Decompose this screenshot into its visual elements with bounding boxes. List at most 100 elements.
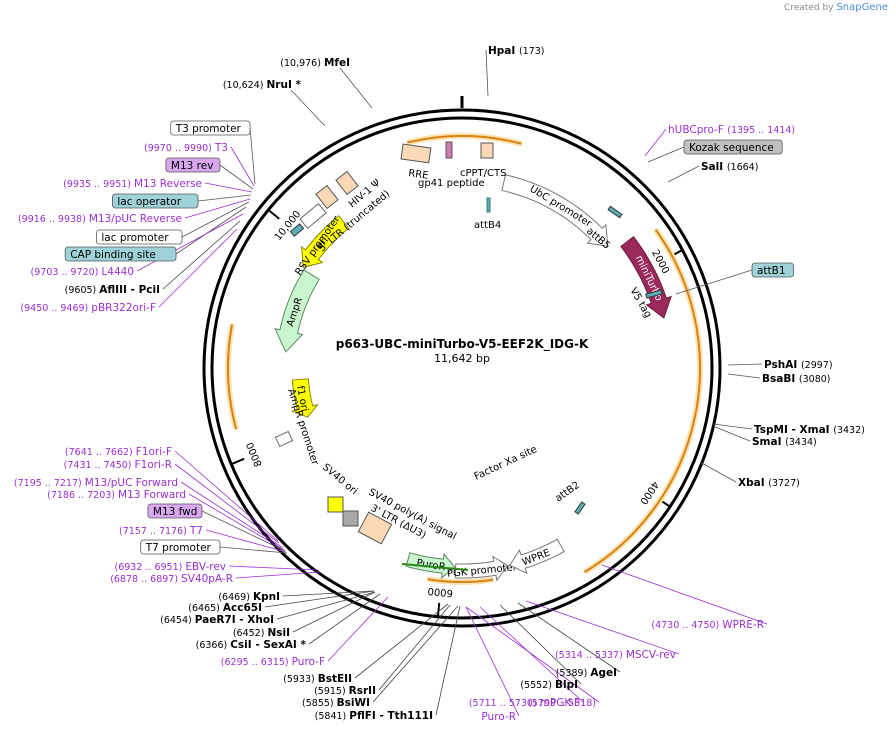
lac-feature[interactable]: [289, 223, 305, 237]
outer-label[interactable]: (5915) RsrII: [314, 685, 376, 697]
label-box: [96, 229, 183, 245]
label-pos: (10,976): [280, 58, 324, 69]
outer-label[interactable]: (7186 .. 7203) M13 Forward: [47, 489, 186, 501]
attb4-feature[interactable]: [486, 197, 491, 213]
outer-label[interactable]: (6454) PaeR7I - XhoI: [160, 614, 274, 626]
outer-label[interactable]: (6932 .. 6951) EBV-rev: [114, 561, 226, 573]
ltr3-feature[interactable]: [357, 511, 393, 545]
outer-label[interactable]: (7431 .. 7450) F1ori-R: [64, 459, 172, 471]
label-text: (5711 .. 5730) mPGK-F: [469, 697, 580, 709]
attb5-feature[interactable]: [607, 205, 623, 219]
outer-label[interactable]: (5799 .. 5818): [528, 698, 596, 709]
enzyme-label[interactable]: TspMI - XmaI (3432): [754, 424, 865, 436]
label-rre: RRE: [408, 168, 430, 182]
outer-label[interactable]: T7 promoter: [140, 539, 221, 555]
sv40-polya-feature[interactable]: [342, 510, 359, 527]
ampr-promoter-feature[interactable]: [274, 430, 294, 448]
plasmid-name: p663-UBC-miniTurbo-V5-EEF2K_IDG-K: [336, 337, 589, 352]
outer-label[interactable]: (6878 .. 6897) SV40pA-R: [110, 573, 233, 585]
orange-arc: [583, 228, 701, 573]
outer-label[interactable]: (4730 .. 4750) WPRE-R: [651, 619, 764, 631]
outer-label[interactable]: Puro-R: [481, 711, 516, 723]
label-box: [170, 120, 251, 136]
outer-label[interactable]: lac operator: [112, 193, 199, 209]
enzyme-label[interactable]: XbaI (3727): [738, 477, 800, 489]
outer-label[interactable]: attB1: [751, 262, 794, 278]
feature-pgk-promoter[interactable]: [454, 555, 509, 582]
enzyme-label[interactable]: (10,624) NruI *: [223, 79, 302, 91]
leader-line: [727, 373, 761, 379]
outer-label[interactable]: CAP binding site: [64, 246, 177, 262]
label-pos: (5933): [283, 674, 318, 685]
outer-label[interactable]: (5711 .. 5730) mPGK-F: [469, 697, 580, 709]
outer-label[interactable]: (5552) BlpI: [520, 679, 578, 691]
outer-label[interactable]: (6469) KpnI: [218, 591, 280, 603]
outer-label[interactable]: (6452) NsiI: [233, 627, 290, 639]
outer-label[interactable]: (7641 .. 7662) F1ori-F: [65, 446, 172, 458]
enzyme-label[interactable]: BsaBI (3080): [762, 373, 831, 385]
leader-line: [327, 596, 389, 662]
outer-label[interactable]: (5841) PflFI - Tth111I: [315, 710, 433, 722]
outer-label[interactable]: hUBCpro-F (1395 .. 1414): [668, 124, 795, 136]
label-pos: (6878 .. 6897): [110, 574, 181, 585]
feature-f1-ori[interactable]: [290, 378, 319, 418]
outer-label[interactable]: (5389) AgeI: [556, 667, 617, 679]
feature-miniturbo[interactable]: [620, 236, 672, 319]
outer-label[interactable]: (9935 .. 9951) M13 Reverse: [63, 178, 202, 190]
feature-ori[interactable]: [301, 215, 350, 268]
outer-label[interactable]: M13 rev: [165, 157, 221, 173]
leader-line: [712, 425, 751, 442]
outer-label[interactable]: (9970 .. 9990) T3: [144, 142, 228, 154]
feature-wpre[interactable]: [509, 538, 565, 574]
outer-label[interactable]: M13 fwd: [147, 503, 203, 519]
outer-label[interactable]: (9605) AflIII - PciI: [65, 284, 160, 296]
outer-label[interactable]: (7195 .. 7217) M13/pUC Forward: [14, 477, 178, 489]
label-pos: (5711 .. 5730): [469, 698, 540, 709]
outer-label[interactable]: (5933) BstEII: [283, 673, 352, 685]
psi-feature[interactable]: [335, 170, 359, 196]
enzyme-label[interactable]: (10,976) MfeI: [280, 57, 350, 69]
leader-line: [282, 590, 375, 597]
rsv-promoter-feature[interactable]: [299, 202, 327, 230]
leader-line: [485, 49, 489, 97]
gp41-feature[interactable]: [445, 141, 453, 159]
v5-tag-feature[interactable]: [645, 289, 663, 299]
label-pos: (3080): [799, 374, 831, 385]
leader-line: [181, 201, 250, 238]
credit-prefix: Created by: [784, 3, 834, 13]
outer-label[interactable]: (6366) CsiI - SexAI *: [196, 639, 307, 651]
rre-feature[interactable]: [400, 143, 432, 164]
feature-ampr[interactable]: [274, 269, 320, 353]
leader-line: [230, 146, 255, 187]
label-name: M13/pUC Reverse: [89, 213, 182, 225]
outer-label[interactable]: Kozak sequence: [683, 139, 783, 155]
outer-label[interactable]: lac promoter: [96, 229, 183, 245]
attb2-feature[interactable]: [574, 501, 586, 515]
label-text: PshAI (2997): [764, 359, 833, 371]
label-sv40-ori: SV40 ori: [320, 462, 359, 497]
outer-label[interactable]: T3 promoter: [170, 120, 251, 136]
outer-label[interactable]: (6295 .. 6315) Puro-F: [221, 656, 325, 668]
sv40-ori-feature[interactable]: [327, 496, 344, 513]
outer-label[interactable]: (9916 .. 9938) M13/pUC Reverse: [18, 213, 182, 225]
outer-label[interactable]: (9450 .. 9469) pBR322ori-F: [20, 302, 156, 314]
enzyme-label[interactable]: SmaI (3434): [752, 436, 817, 448]
feature-ubc-promoter[interactable]: [501, 174, 609, 247]
enzyme-label[interactable]: SalI (1664): [701, 161, 758, 173]
label-box: [147, 503, 203, 519]
ltr-feature[interactable]: [315, 184, 339, 210]
leader-line: [517, 602, 621, 673]
outer-label[interactable]: (6465) Acc65I: [188, 602, 262, 614]
enzyme-label[interactable]: PshAI (2997): [764, 359, 833, 371]
outer-label[interactable]: (5855) BsiWI: [302, 697, 370, 709]
label-name: CAP binding site: [70, 249, 156, 261]
cppt-feature[interactable]: [480, 142, 494, 159]
label-name: T3: [214, 142, 228, 154]
outer-label[interactable]: (9703 .. 9720) L4440: [31, 266, 134, 278]
outer-label[interactable]: (5314 .. 5337) MSCV-rev: [555, 649, 676, 661]
outer-label[interactable]: (7157 .. 7176) T7: [119, 525, 203, 537]
enzyme-label[interactable]: HpaI (173): [488, 45, 545, 57]
label-pos: (6452): [233, 628, 268, 639]
feature-puror[interactable]: [405, 552, 456, 580]
label-pos: (6465): [188, 603, 223, 614]
